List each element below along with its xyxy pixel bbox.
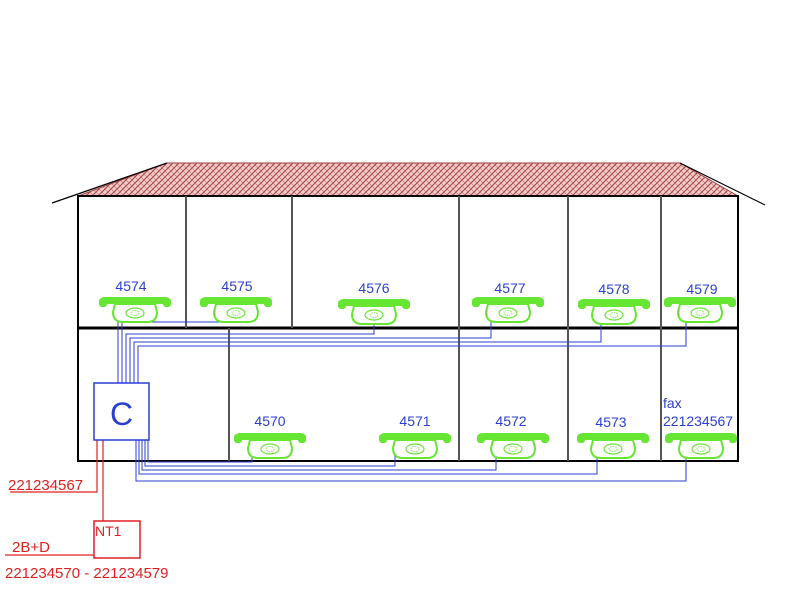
lower-floor-walls [228,328,662,461]
lower-floor-phones: 4570 4571 4572 4573 fax 221234567 [233,395,738,459]
roof-eave-right [679,162,766,206]
external-wiring [5,440,104,556]
phone-ext-label: 4573 [595,414,626,430]
roof [77,162,740,197]
phone-4578[interactable]: 4578 [577,281,651,325]
nt1-label: NT1 [95,523,122,539]
phone-4574[interactable]: 4574 [98,278,172,323]
phone-4572[interactable]: 4572 [476,413,550,459]
isdn-type-label: 2B+D [12,539,50,556]
fax-title-label: fax [663,395,682,411]
msn-range-label: 221234570 - 221234579 [5,565,169,582]
phone-ext-label: 4570 [254,413,285,429]
phone-4579[interactable]: 4579 [663,281,737,323]
phone-ext-label: 4578 [598,281,629,297]
phone-4577[interactable]: 4577 [471,280,545,323]
roof-eave-left [51,162,168,204]
fax-number-label: 221234567 [663,413,733,429]
phone-ext-label: 4572 [495,413,526,429]
phone-4571[interactable]: 4571 [378,413,452,459]
upper-floor-walls [185,196,662,328]
external-number-label: 221234567 [8,477,83,494]
phone-4573[interactable]: 4573 [576,414,650,459]
upper-floor-phones: 4574 4575 4576 4577 4578 4579 [98,278,737,325]
nt1-box[interactable]: NT1 [93,520,141,559]
phone-ext-label: 4579 [686,281,717,297]
phone-ext-label: 4576 [358,280,389,296]
phone-4570[interactable]: 4570 [233,413,307,459]
exchange-label: C [110,396,133,432]
phone-4576[interactable]: 4576 [337,280,411,325]
phone-ext-label: 4577 [494,280,525,296]
phone-ext-label: 4571 [399,413,430,429]
phone-ext-label: 4575 [221,278,252,294]
phone-4575[interactable]: 4575 [199,278,273,323]
exchange-box[interactable]: C [93,382,150,441]
phone-ext-label: 4574 [115,278,146,294]
fax-phone[interactable]: fax 221234567 [663,395,738,459]
